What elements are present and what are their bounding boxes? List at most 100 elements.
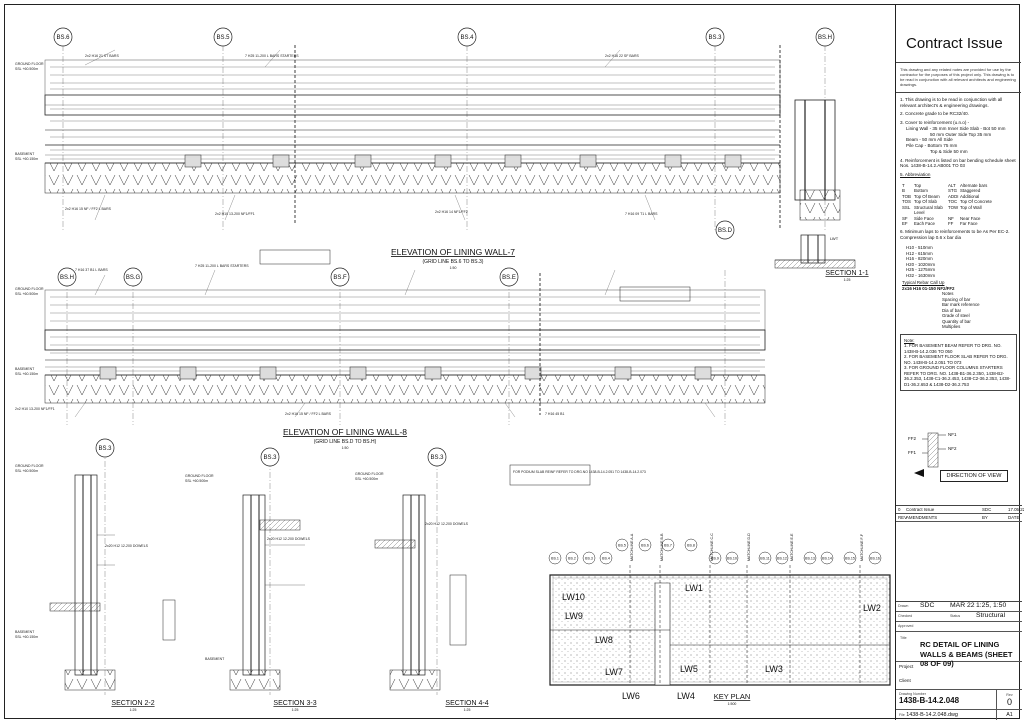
abbr-meaning: Additional xyxy=(960,193,980,199)
callup-key: Grade of steel xyxy=(942,313,970,319)
grid-label: BS.4 xyxy=(460,35,474,41)
drawing-number-row: Drawing Number 1438-B-14.2.048 Rev 0 xyxy=(896,690,1022,710)
callup-title: Typical Rebar Call Up xyxy=(902,280,945,286)
project-field: Project Client xyxy=(896,662,1022,690)
key-plan-bubble: BS.10 xyxy=(727,557,737,561)
key-plan-bubble: BS.3 xyxy=(585,557,593,561)
callup-key: Notes xyxy=(942,291,954,297)
elevation-8-subtitle: (GRID LINE BS.D TO BS.H) xyxy=(314,439,377,445)
rebar-label: 7 H16 37 B1 L BARS xyxy=(75,268,108,272)
key-plan-scale: 1:500 xyxy=(728,702,737,706)
client-label: Client xyxy=(899,677,911,683)
lap-item: H25 - 1275mm xyxy=(906,267,936,273)
note-line: 50 mm Outer Side Top 35 mm xyxy=(930,131,992,137)
lining-wall-label: LW4 xyxy=(677,691,695,701)
lining-wall-label: LW8 xyxy=(595,635,613,645)
note-line: 1. This drawing is to be read in conjunc… xyxy=(900,97,1003,108)
grid-label: BS.3 xyxy=(98,446,112,452)
note-line: 3. Cover to reinforcement (u.n.o) - xyxy=(900,120,970,126)
callup-key: Dia of bar xyxy=(942,307,962,313)
abbr-code: TOS xyxy=(902,199,911,205)
revision-header-row: REV AMENDMENTS BY DATE xyxy=(896,514,1022,522)
section-3-3-title: SECTION 3-3 xyxy=(273,700,316,707)
abbr-code: FF xyxy=(948,221,954,227)
key-plan-bubble: BS.14 xyxy=(822,557,832,561)
key-plan-bubble: BS.15 xyxy=(845,557,855,561)
abbr-meaning: Top Of Slab xyxy=(914,199,937,205)
drawing-date: MAR 22 xyxy=(950,602,975,610)
general-notes: 1. This drawing is to be read in conjunc… xyxy=(896,93,1021,183)
grid-label: BS.3 xyxy=(708,35,722,41)
grid-label: BS.5 xyxy=(216,35,230,41)
section-2-2-scale: 1:25 xyxy=(130,708,137,712)
matchline-label: MATCHLINE F-F xyxy=(860,533,864,561)
level-ssl: SSL +60.500m xyxy=(15,67,38,71)
level-label: BASEMENT xyxy=(15,367,35,371)
abbr-code: B xyxy=(902,188,905,194)
lap-item: H16 - 820mm xyxy=(906,256,933,262)
grid-label: BS.G xyxy=(126,275,141,281)
file-name: 1438-B-14.2.048.dwg xyxy=(906,711,958,718)
dowel-label: 2x20 H12 12-200 DOWELS xyxy=(425,522,469,526)
key-plan-bubble: BS.4 xyxy=(602,557,610,561)
note-box-line: 2. FOR BASEMENT FLOOR SLAB REFER TO DRG.… xyxy=(904,354,1008,365)
section-3-3-scale: 1:25 xyxy=(292,708,299,712)
abbr-meaning: Staggered xyxy=(960,188,981,194)
level-label: GROUND FLOOR xyxy=(355,472,384,476)
revision-table: 0 Contract Issue SDC 17.05.22 REV AMENDM… xyxy=(896,505,1024,522)
level-label: GROUND FLOOR xyxy=(15,464,44,468)
note-line: Lining Wall - 35 mm Inner Side Slab - Bo… xyxy=(906,125,1006,131)
elevation-8-scale: 1:50 xyxy=(342,446,349,450)
title-label: Title xyxy=(900,636,907,640)
abbr-meaning: Side Face xyxy=(914,215,934,221)
note-line: Beam - 50 mm All Side xyxy=(906,137,953,143)
level-label: GROUND FLOOR xyxy=(15,62,44,66)
callup-example: 2x16 H16 01-150 NF2/FF2 xyxy=(902,285,955,291)
abbr-meaning: Alternate bars xyxy=(960,182,988,188)
grid-label: BS.H xyxy=(818,35,832,41)
key-plan-bubble: BS.12 xyxy=(777,557,787,561)
rebar-callup: Typical Rebar Call Up 2x16 H16 01-150 NF… xyxy=(896,280,1021,330)
key-plan-bubble: BS.5 xyxy=(618,544,626,548)
rebar-label: 7 H16 09 T1 L BARS xyxy=(625,212,658,216)
rebar-label: 2x2 H10 13-200 NF1/FF1 xyxy=(215,212,255,216)
level-label: BASEMENT xyxy=(205,657,225,661)
key-plan-bubble: BS.13 xyxy=(805,557,815,561)
grid-label: BS.H xyxy=(60,275,74,281)
drawn-by: SDC xyxy=(920,602,935,610)
file-row: File 1438-B-14.2.048.dwg A1 xyxy=(896,709,1022,721)
lap-item: H20 - 1020mm xyxy=(906,261,936,267)
abbr-code: T xyxy=(902,182,905,188)
lap-item: H10 - 510mm xyxy=(906,245,933,251)
level-ssl: SSL +60.500m xyxy=(15,469,38,473)
key-plan-bubble: BS.11 xyxy=(760,557,770,561)
level-ssl: SSL +60.500m xyxy=(355,477,378,481)
title-block: Contract Issue This drawing and any rela… xyxy=(895,5,1024,721)
rebar-label: 2x2 H16 15 NF / FF2 L BARS xyxy=(285,412,332,416)
lining-wall-label: LW7 xyxy=(605,667,623,677)
matchline-label: MATCHLINE A-A xyxy=(630,533,634,561)
abbr-meaning: Each Face xyxy=(914,221,935,227)
level-ssl: SSL +60.150m xyxy=(15,372,38,376)
abbr-code: ALT xyxy=(948,182,956,188)
matchline-label: MATCHLINE E-E xyxy=(790,533,794,561)
abbr-code: TOC xyxy=(948,199,958,205)
grid-bubbles-row1: BS.6 BS.5 BS.4 BS.3 BS.H xyxy=(53,27,835,47)
level-label: BASEMENT xyxy=(15,630,35,634)
grid-bubbles-row2: BS.H BS.G BS.F BS.E BS.D xyxy=(57,220,735,287)
abbr-meaning: Top Of Concrete xyxy=(960,199,992,205)
checked-label: Checked xyxy=(898,614,913,619)
callup-key: Bar mark reference xyxy=(942,302,980,308)
sheet-title: Title RC DETAIL OF LINING WALLS & BEAMS … xyxy=(896,632,1022,668)
matchline-label: MATCHLINE B-B xyxy=(660,533,664,561)
dowel-label: 2x20 H12 12-200 DOWELS xyxy=(105,544,149,548)
direction-of-view-diagram: FF2 FF1 NF1 NF2 xyxy=(908,432,957,477)
note-line: Top & Side 50 mm xyxy=(930,148,968,154)
rebar-label: 2x2 H10 13-200 NF1/FF1 xyxy=(15,407,55,411)
section-1-1 xyxy=(774,234,856,269)
key-plan-bubbles: BS.1 BS.2 BS.3 BS.4 BS.5 BS.6 BS.7 BS.8 … xyxy=(548,538,882,565)
abbr-meaning: Near Face xyxy=(960,215,981,221)
drawing-area: BS.6 BS.5 BS.4 BS.3 BS.H GROUND FLOOR SS… xyxy=(5,5,895,720)
level-label: GROUND FLOOR xyxy=(185,474,214,478)
abbr-code: ADDI xyxy=(948,193,959,199)
